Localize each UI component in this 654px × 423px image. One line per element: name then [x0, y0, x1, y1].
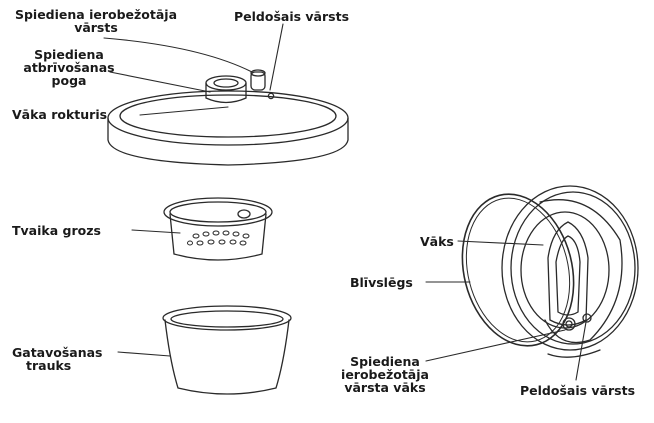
cooking-pot-illustration — [162, 305, 292, 395]
label-valve-cover-line2: ierobežotāja — [341, 367, 429, 382]
label-steam-basket: Tvaika grozs — [12, 223, 101, 238]
label-lid: Vāks — [420, 234, 454, 249]
label-valve-cover-line3: vārsta vāks — [344, 380, 426, 395]
label-cooking-pot-line1: Gatavošanas — [12, 345, 103, 360]
label-pressure-limit-valve-cover: Spiediena ierobežotāja vārsta vāks — [330, 355, 440, 394]
steam-basket-illustration — [163, 197, 273, 261]
label-lid-handle: Vāka rokturis — [12, 107, 108, 122]
lid-illustration — [107, 69, 349, 166]
label-seal-ring: Blīvslēgs — [350, 275, 413, 290]
label-valve-cover-line1: Spiediena — [350, 354, 420, 369]
leader-lines — [103, 23, 587, 381]
label-pressure-release-line3: poga — [51, 73, 87, 88]
label-pressure-limit-valve-line1: Spiediena ierobežotāja — [14, 7, 178, 22]
label-pressure-release-line2: atbrīvošanas — [23, 60, 115, 75]
label-cooking-pot-line2: trauks — [26, 358, 72, 373]
label-pressure-limit-valve: Spiediena ierobežotāja vārsts — [6, 8, 186, 34]
label-pressure-limit-valve-line2: vārsts — [74, 20, 118, 35]
label-pressure-release-line1: Spiediena — [34, 47, 104, 62]
label-cooking-pot: Gatavošanas trauks — [12, 346, 103, 372]
label-float-valve-bottom: Peldošais vārsts — [520, 383, 636, 398]
lid-seal-illustration — [461, 185, 639, 358]
label-pressure-release-button: Spiediena atbrīvošanas poga — [14, 48, 124, 87]
label-float-valve-top: Peldošais vārsts — [234, 9, 350, 24]
